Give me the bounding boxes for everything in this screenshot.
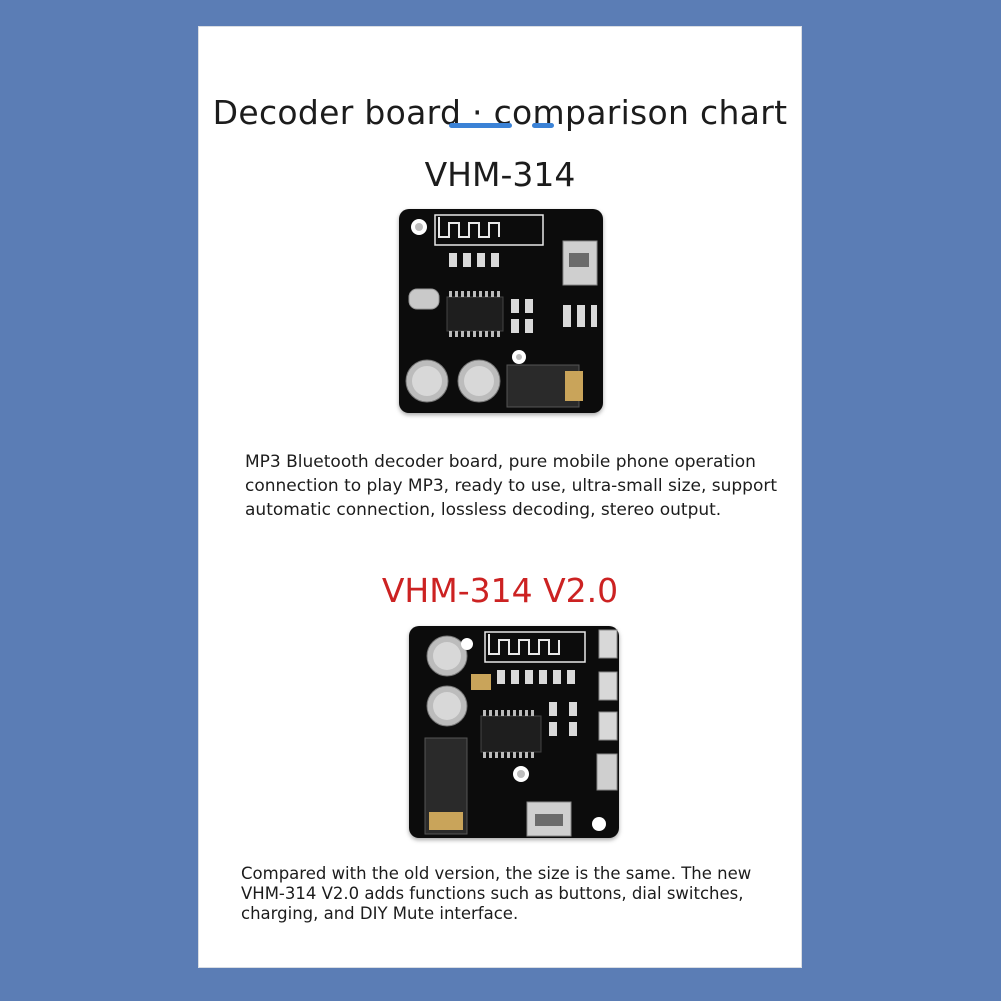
vhm314-v2-board-image [409, 626, 619, 838]
model-title-vhm314-v2: VHM-314 V2.0 [381, 571, 619, 610]
vhm314-board-image [399, 209, 603, 413]
vhm314-description: MP3 Bluetooth decoder board, pure mobile… [245, 452, 778, 520]
comparison-card: Decoder board · comparison chart VHM-314 [198, 26, 802, 968]
title-underline-long [449, 123, 512, 128]
title-underline-short [532, 123, 554, 128]
model-title-vhm314: VHM-314 [424, 155, 576, 194]
vhm314-board-drawing [405, 214, 598, 408]
vhm314-v2-description: Compared with the old version, the size … [241, 864, 752, 923]
vhm314-v2-board-drawing [424, 629, 618, 837]
